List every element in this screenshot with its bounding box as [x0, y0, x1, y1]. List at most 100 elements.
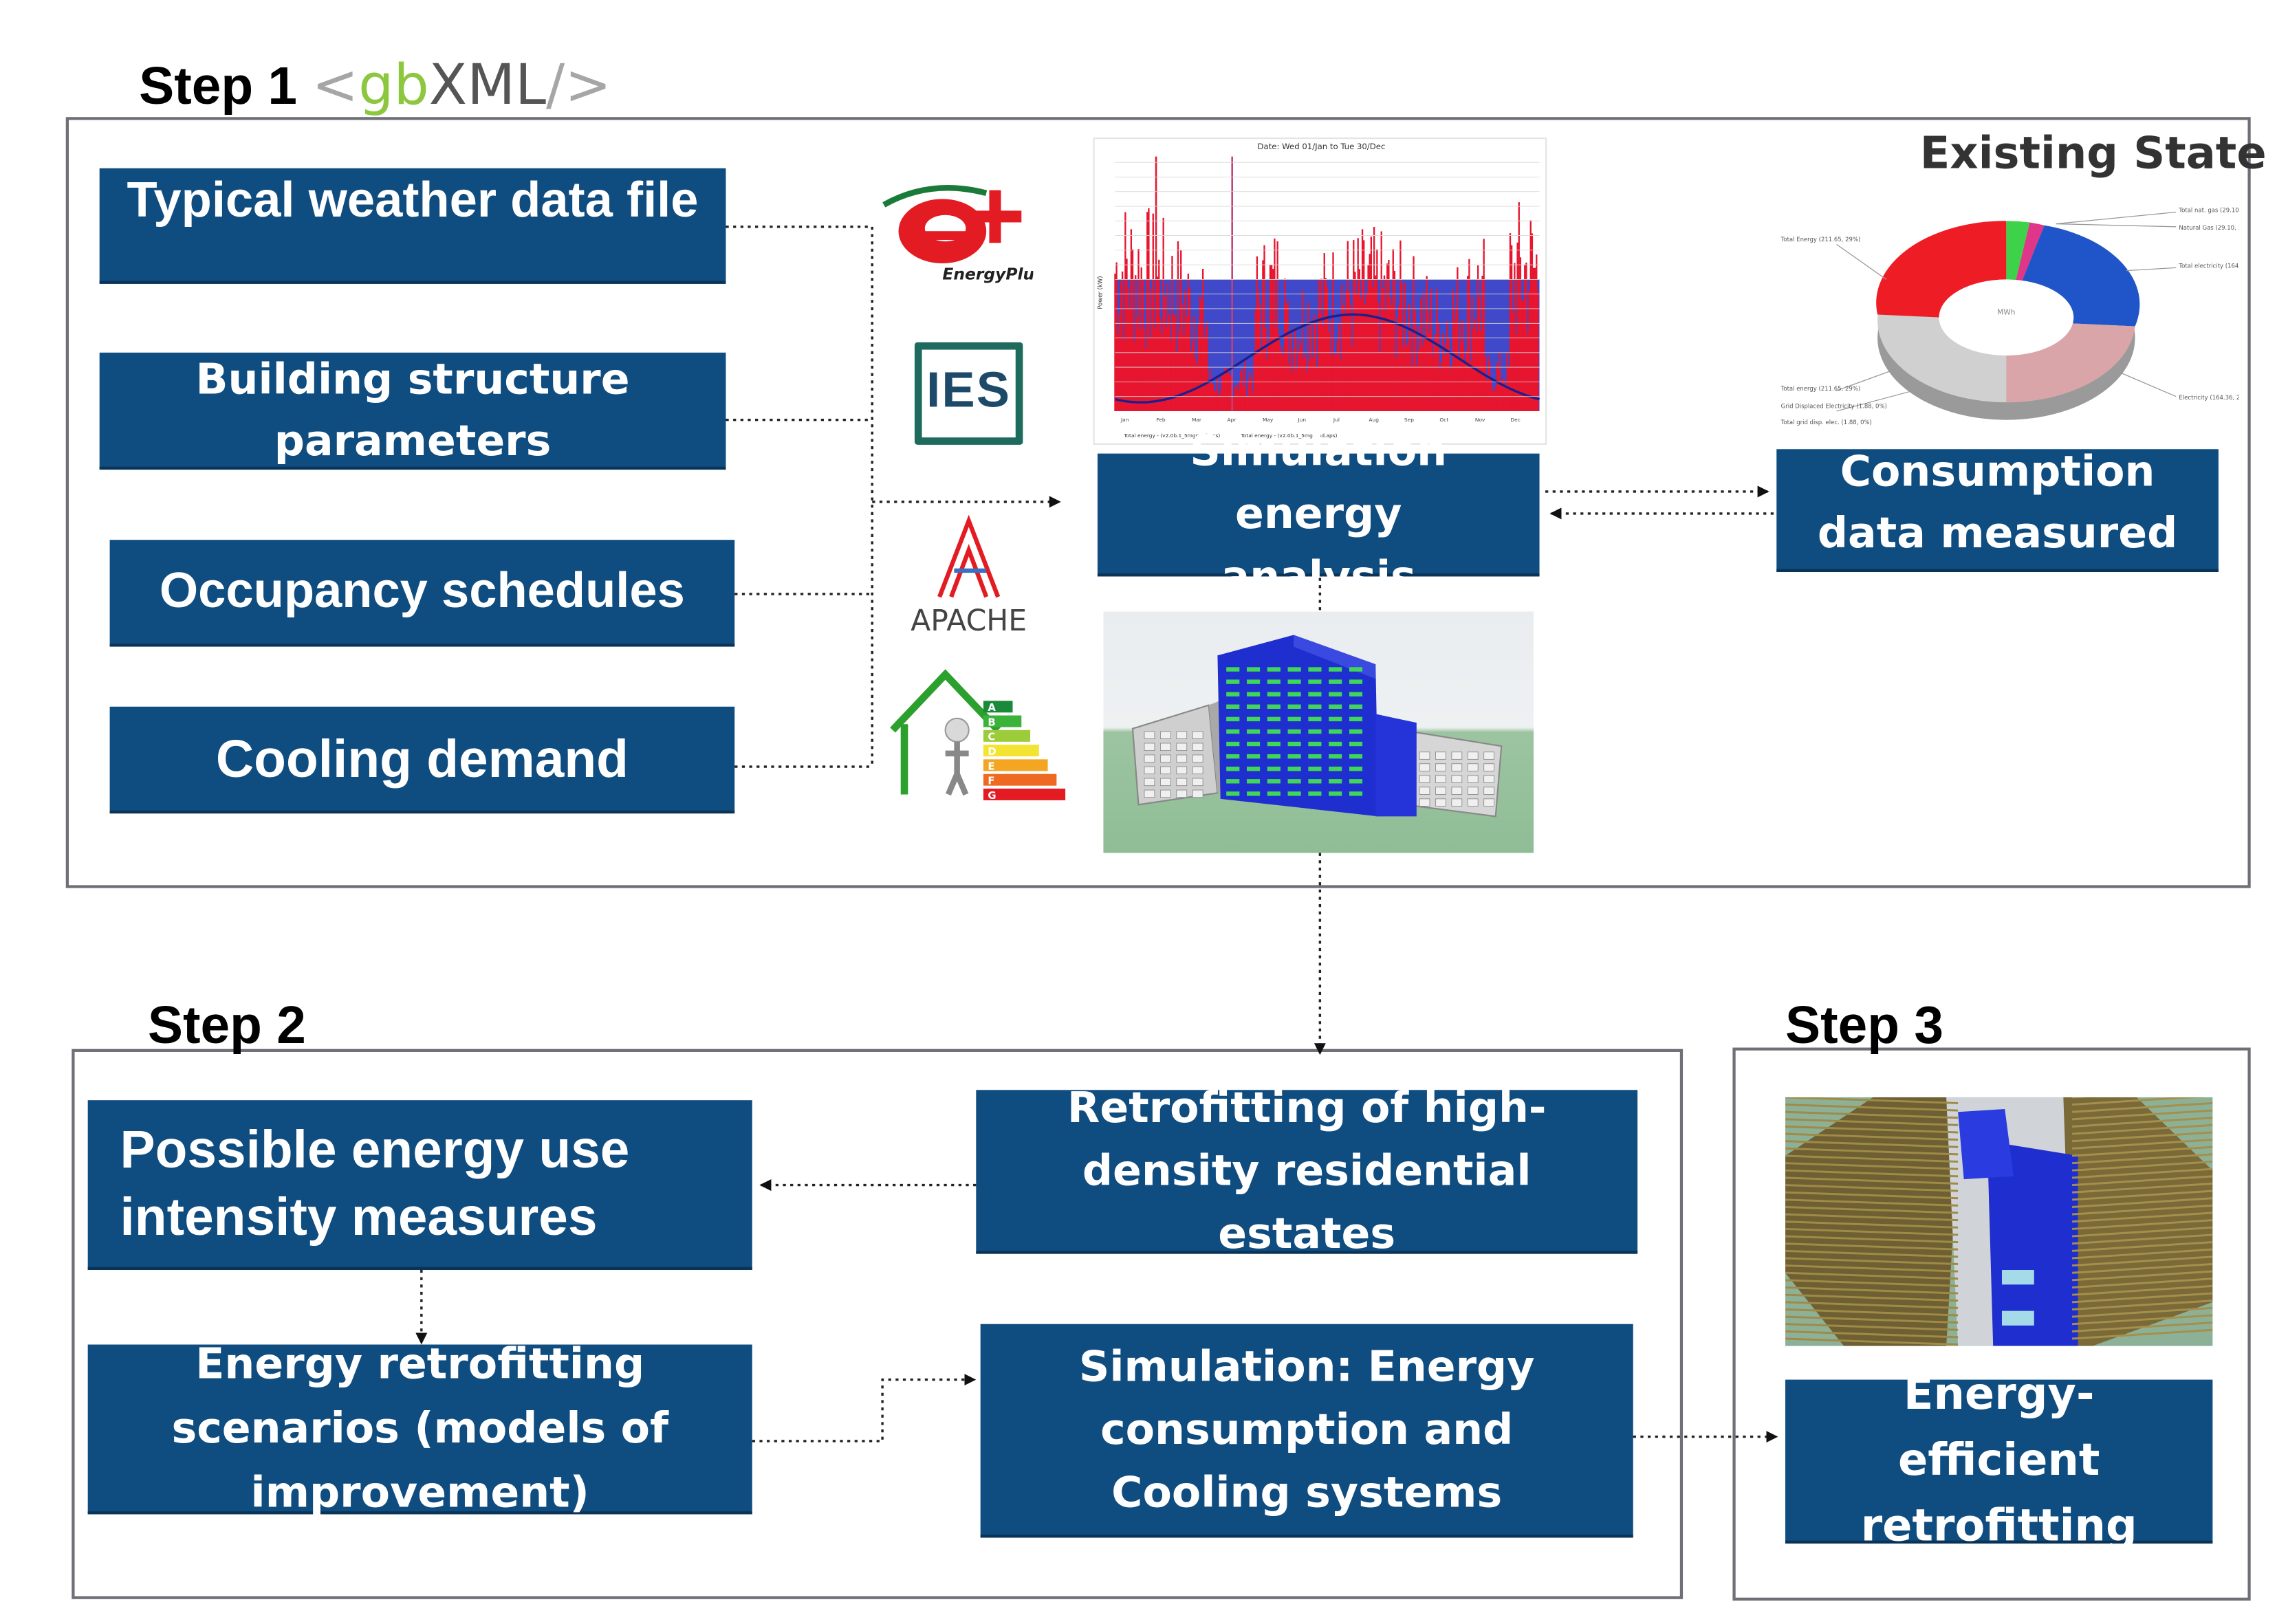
donut-label-5: Total Energy (211.65, 29%) — [1780, 237, 1861, 243]
window-strip — [1267, 704, 1281, 709]
window-strip — [1246, 779, 1261, 784]
window — [1192, 789, 1203, 798]
retrofitting-estates-box: Retrofitting of high-density residential… — [976, 1082, 1638, 1258]
wood-slat — [1785, 1191, 1959, 1200]
window — [1435, 763, 1446, 771]
window — [1176, 778, 1188, 787]
wood-slat — [2072, 1211, 2213, 1223]
window-strip — [1349, 741, 1363, 747]
window-strip — [1308, 692, 1322, 696]
window — [1467, 787, 1479, 795]
window — [1419, 751, 1430, 760]
energy-class-letter: G — [988, 789, 996, 800]
window — [1419, 763, 1430, 771]
window-strip — [1287, 679, 1301, 684]
window-strip — [1308, 667, 1322, 672]
simulation-cooling-label: Simulation: Energy consumption and Cooli… — [1078, 1341, 1535, 1517]
window-strip — [1226, 729, 1240, 734]
wood-slat — [2072, 1189, 2213, 1201]
wood-slat — [1785, 1257, 1959, 1265]
wood-slat — [2072, 1277, 2213, 1289]
window-strip — [1329, 679, 1342, 684]
chart-month-tick: Feb — [1156, 417, 1165, 423]
chart-month-tick: Aug — [1369, 417, 1379, 423]
window-strip — [1308, 716, 1322, 722]
wood-slat — [2072, 1263, 2213, 1274]
window-strip — [1349, 767, 1363, 771]
chart-month-tick: Dec — [1510, 417, 1520, 423]
wood-slat — [2072, 1292, 2213, 1304]
donut-center: MWh — [1997, 307, 2015, 316]
window — [1144, 743, 1155, 751]
window — [1176, 754, 1188, 763]
donut-label-1: Total nat. gas (29.10, 3%) — [2178, 208, 2238, 215]
chart-month-tick: Jun — [1297, 417, 1306, 423]
energyplus-name: EnergyPlus — [942, 264, 1033, 283]
wood-slat — [1785, 1213, 1959, 1222]
window-strip — [1226, 716, 1240, 722]
wood-slat — [2072, 1182, 2213, 1194]
retrofitting-scenarios-box: Energy retrofitting scenarios (models of… — [87, 1339, 752, 1517]
wood-slat — [1785, 1264, 1959, 1273]
chart-month-tick: Jul — [1333, 417, 1340, 423]
window-strip — [1287, 767, 1301, 771]
window — [1144, 731, 1155, 740]
window-strip — [1287, 704, 1301, 709]
weather-data-label: Typical weather data file — [127, 173, 699, 228]
window — [1176, 731, 1188, 740]
chart-month-tick: Apr — [1227, 417, 1236, 423]
wood-slat — [1785, 1330, 1959, 1339]
wood-slat — [2072, 1248, 2213, 1260]
chart-month-tick: Oct — [1439, 417, 1448, 423]
window-strip — [1349, 716, 1363, 722]
wood-slat — [2072, 1161, 2213, 1172]
window — [1144, 754, 1155, 763]
window — [1144, 766, 1155, 775]
energyplus-logo: EnergyPlus — [872, 173, 1044, 289]
window-strip — [1226, 692, 1240, 696]
donut-label-4: Electricity (164.36, 22%) — [2179, 395, 2238, 402]
eui-measures-label: Possible energy use intensity measures — [120, 1119, 630, 1247]
energy-class-letter: E — [988, 760, 994, 772]
cooling-demand-box: Cooling demand — [109, 706, 735, 814]
wood-slat — [2072, 1139, 2213, 1150]
window-strip — [1287, 779, 1301, 784]
window-strip — [1329, 704, 1342, 709]
wood-slat — [1785, 1249, 1959, 1258]
window — [1192, 778, 1203, 787]
window-strip — [1349, 779, 1363, 784]
wood-slat — [1785, 1323, 1959, 1331]
window — [1483, 775, 1495, 783]
window-strip — [1246, 716, 1261, 722]
window-strip — [1349, 729, 1363, 734]
window — [1176, 743, 1188, 751]
wood-slat — [1785, 1220, 1959, 1229]
wood-slat — [2072, 1175, 2213, 1187]
window — [1451, 763, 1463, 771]
wood-slat — [2072, 1109, 2213, 1121]
window-strip — [1349, 692, 1363, 696]
chart-legend-2: Total energy - (v2.0b.1_5mgrund.aps) — [1240, 432, 1337, 439]
energy-class-letter: D — [988, 745, 996, 758]
donut-label-3: Total electricity (164.36, 22%) — [2178, 263, 2238, 270]
window — [1435, 751, 1446, 760]
wood-slat — [1785, 1154, 1959, 1163]
window-strip — [1329, 667, 1342, 672]
window-strip — [1246, 791, 1261, 796]
window-strip — [1329, 716, 1342, 722]
window-strip — [1267, 692, 1281, 696]
energy-class-letter: C — [988, 731, 995, 743]
window — [1451, 798, 1463, 806]
window — [1192, 766, 1203, 775]
wood-slat — [1785, 1198, 1959, 1207]
wood-slat — [2072, 1328, 2213, 1340]
window — [1467, 775, 1479, 783]
window-strip — [1308, 679, 1322, 684]
window-strip — [1226, 679, 1240, 684]
window — [1483, 798, 1495, 806]
window-strip — [1329, 791, 1342, 796]
energy-class-letter: B — [988, 716, 995, 728]
wood-slat — [2072, 1101, 2213, 1113]
